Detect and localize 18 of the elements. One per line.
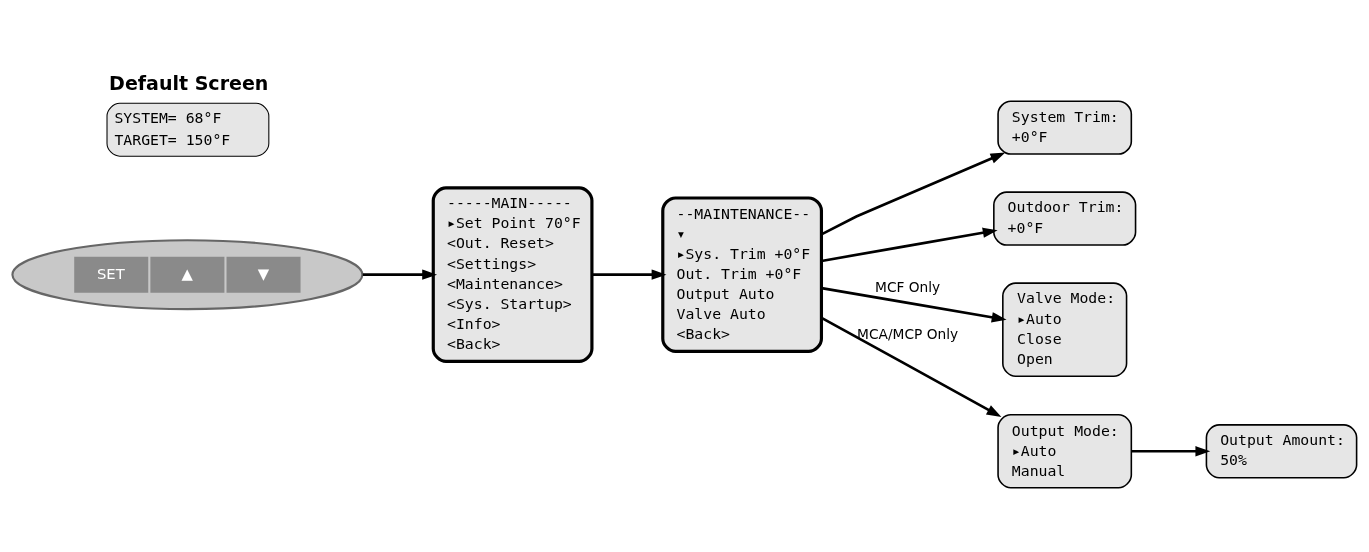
arrow <box>820 316 1002 417</box>
arrow <box>821 227 998 262</box>
node-box: Output Amount: 50% <box>1205 423 1358 478</box>
node-box: -----MAIN----- ▸Set Point 70°F <Out. Reset> <Settings> <Maintenance> <Sys. Startup> <Info> <Back> <box>431 185 594 363</box>
arrow <box>821 286 1007 322</box>
node-box: Valve Mode: ▸Auto Close Open <box>1002 281 1128 377</box>
node-box: Output Mode: ▸Auto Manual <box>997 413 1133 489</box>
arrow <box>362 268 438 280</box>
arrow <box>1131 445 1211 456</box>
node-ellipse: SET ▲ ▼ <box>11 238 364 310</box>
edge-label: MCA/MCP Only <box>857 325 959 342</box>
node-label: Default Screen <box>109 71 269 94</box>
edge-label: MCF Only <box>875 278 941 295</box>
arrow <box>592 268 667 280</box>
node-box: System Trim: +0°F <box>997 99 1133 155</box>
node-box: --MAINTENANCE-- ▾ ▸Sys. Trim +0°F Out. Trim +0°F Output Auto Valve Auto <Back> <box>661 195 823 353</box>
node-box: Outdoor Trim: +0°F <box>993 190 1137 246</box>
arrow <box>820 152 1006 236</box>
